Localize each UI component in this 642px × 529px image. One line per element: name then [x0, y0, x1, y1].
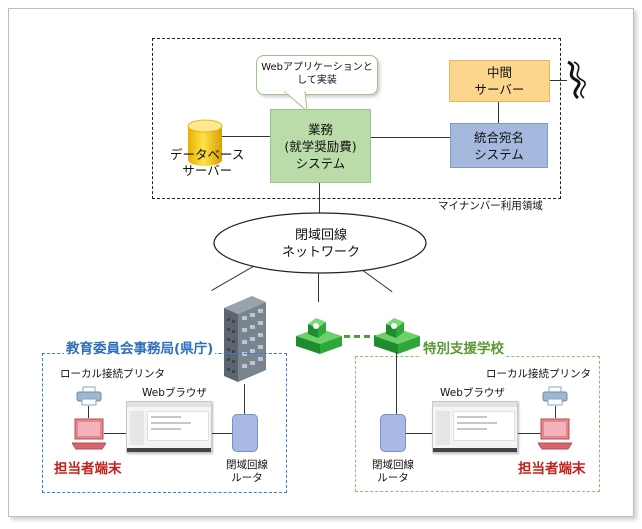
- board-router-label: 閉域回線 ルータ: [226, 459, 268, 484]
- board-office-title: 教育委員会事務局(県庁): [64, 337, 216, 357]
- network-ellipse: [213, 212, 427, 274]
- board-router-icon: [232, 414, 258, 452]
- connector-network-school-left: [318, 270, 319, 302]
- school-title: 特別支援学校: [421, 337, 506, 357]
- connector-db-system: [222, 136, 270, 137]
- school-router-icon: [380, 414, 406, 452]
- connector-chukan-atena: [498, 101, 499, 123]
- school-browser-window: [432, 401, 518, 453]
- togo-atena-label: 統合宛名 システム: [473, 129, 524, 162]
- school-printer-terminal-line: [555, 406, 556, 418]
- chukan-server-box: 中間 サーバー: [449, 60, 550, 102]
- callout-box: Webアプリケーションと して実装: [256, 55, 378, 95]
- school-router-network-line: [396, 352, 397, 414]
- school-terminal-label: 担当者端末: [518, 461, 586, 477]
- mynumber-area-boundary: [152, 38, 561, 199]
- chukan-server-label: 中間 サーバー: [474, 65, 525, 97]
- board-router-building-line: [244, 384, 245, 414]
- school-router-label: 閉域回線 ルータ: [372, 459, 414, 484]
- school-browser-label: Webブラウザ: [440, 387, 505, 399]
- connector-system-atena: [369, 137, 451, 138]
- callout-text: Webアプリケーションと して実装: [261, 62, 373, 86]
- board-browser-window: [126, 401, 212, 453]
- board-printer-terminal-line: [88, 406, 89, 418]
- school-icon: [374, 318, 420, 354]
- printer-icon: [542, 386, 568, 406]
- network-label: 閉域回線 ネットワーク: [282, 228, 361, 260]
- school-link-dashed: [344, 335, 380, 338]
- mynumber-area-label: マイナンバー利用領域: [438, 200, 543, 212]
- school-printer-label: ローカル接続プリンタ: [486, 368, 591, 380]
- togo-atena-box: 統合宛名 システム: [450, 123, 548, 168]
- school-icon: [296, 318, 342, 354]
- board-printer-label: ローカル接続プリンタ: [60, 368, 165, 380]
- lightning-icon: [567, 60, 586, 100]
- gyomu-system-label: 業務 (就学奨励費) システム: [284, 121, 357, 171]
- building-icon: [224, 296, 266, 382]
- board-browser-label: Webブラウザ: [142, 387, 207, 399]
- computer-icon: [72, 418, 106, 450]
- db-server-label: データベース サーバー: [170, 147, 245, 178]
- printer-icon: [76, 386, 102, 406]
- board-terminal-label: 担当者端末: [54, 461, 122, 477]
- computer-icon: [538, 418, 572, 450]
- connector-chukan-external: [549, 80, 567, 81]
- db-cylinder-icon: [187, 119, 223, 166]
- callout-pointer: [283, 91, 308, 113]
- gyomu-system-box: 業務 (就学奨励費) システム: [270, 109, 371, 183]
